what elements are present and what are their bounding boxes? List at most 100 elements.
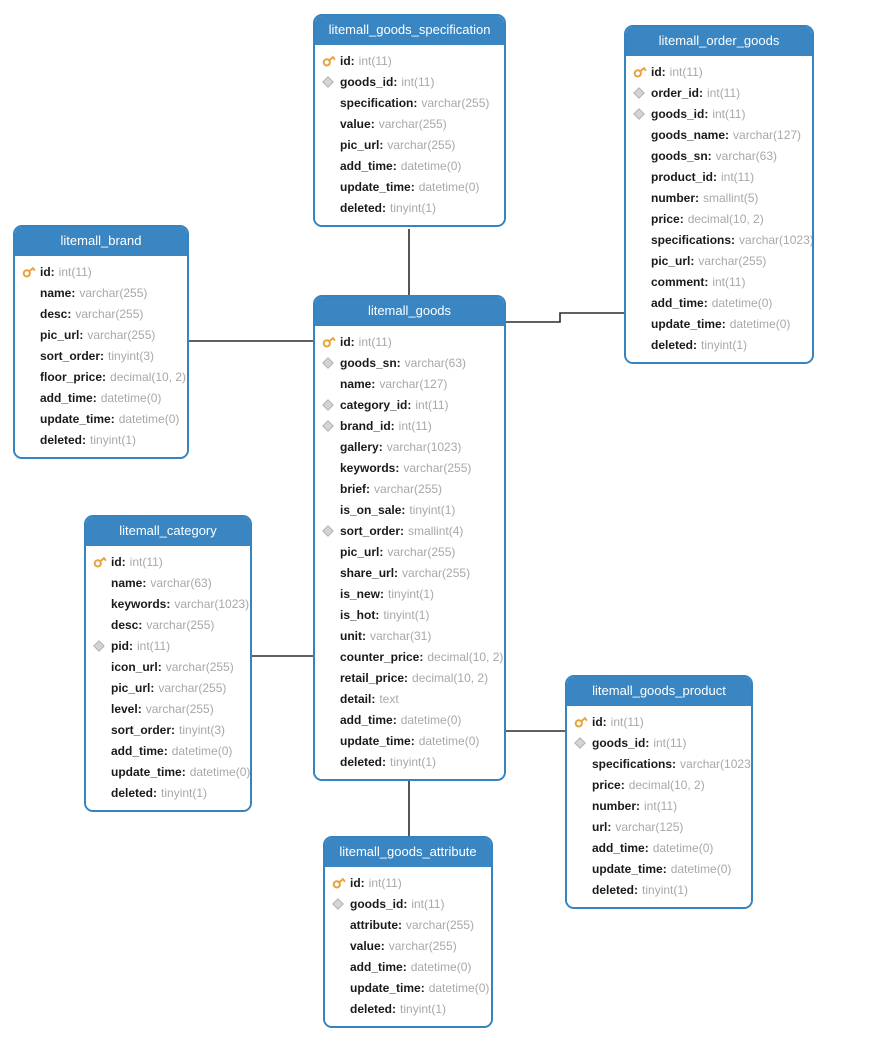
field-row[interactable]: update_time:datetime(0) <box>567 858 751 879</box>
field-row[interactable]: specification:varchar(255) <box>315 92 504 113</box>
field-row[interactable]: deleted:tinyint(1) <box>315 751 504 772</box>
field-row[interactable]: sort_order:tinyint(3) <box>15 345 187 366</box>
field-row[interactable]: id:int(11) <box>86 551 250 572</box>
field-row[interactable]: goods_name:varchar(127) <box>626 124 812 145</box>
field-row[interactable]: goods_sn:varchar(63) <box>315 352 504 373</box>
field-row[interactable]: price:decimal(10, 2) <box>626 208 812 229</box>
field-icon-placeholder <box>322 692 340 706</box>
field-row[interactable]: goods_id:int(11) <box>315 71 504 92</box>
field-row[interactable]: update_time:datetime(0) <box>315 730 504 751</box>
field-row[interactable]: desc:varchar(255) <box>86 614 250 635</box>
field-row[interactable]: id:int(11) <box>567 711 751 732</box>
field-type: datetime(0) <box>100 390 162 405</box>
field-row[interactable]: pic_url:varchar(255) <box>15 324 187 345</box>
field-row[interactable]: add_time:datetime(0) <box>626 292 812 313</box>
field-row[interactable]: pic_url:varchar(255) <box>315 134 504 155</box>
field-row[interactable]: category_id:int(11) <box>315 394 504 415</box>
field-row[interactable]: url:varchar(125) <box>567 816 751 837</box>
field-row[interactable]: sort_order:smallint(4) <box>315 520 504 541</box>
field-row[interactable]: number:int(11) <box>567 795 751 816</box>
field-row[interactable]: floor_price:decimal(10, 2) <box>15 366 187 387</box>
field-row[interactable]: add_time:datetime(0) <box>315 155 504 176</box>
field-row[interactable]: is_new:tinyint(1) <box>315 583 504 604</box>
field-row[interactable]: goods_id:int(11) <box>325 893 491 914</box>
field-separator: : <box>92 390 97 405</box>
field-row[interactable]: id:int(11) <box>315 331 504 352</box>
field-icon-placeholder <box>322 713 340 727</box>
field-row[interactable]: id:int(11) <box>626 61 812 82</box>
field-row[interactable]: add_time:datetime(0) <box>325 956 491 977</box>
field-row[interactable]: name:varchar(255) <box>15 282 187 303</box>
field-row[interactable]: level:varchar(255) <box>86 698 250 719</box>
field-row[interactable]: attribute:varchar(255) <box>325 914 491 935</box>
field-row[interactable]: specifications:varchar(1023) <box>626 229 812 250</box>
field-row[interactable]: deleted:tinyint(1) <box>567 879 751 900</box>
field-separator: : <box>713 169 717 184</box>
field-row[interactable]: price:decimal(10, 2) <box>567 774 751 795</box>
field-row[interactable]: value:varchar(255) <box>315 113 504 134</box>
field-row[interactable]: update_time:datetime(0) <box>626 313 812 334</box>
field-row[interactable]: deleted:tinyint(1) <box>626 334 812 355</box>
field-row[interactable]: pic_url:varchar(255) <box>315 541 504 562</box>
field-row[interactable]: add_time:datetime(0) <box>15 387 187 408</box>
field-separator: : <box>392 1001 397 1016</box>
field-row[interactable]: counter_price:decimal(10, 2) <box>315 646 504 667</box>
field-row[interactable]: keywords:varchar(1023) <box>86 593 250 614</box>
field-icon-placeholder <box>322 503 340 517</box>
field-row[interactable]: unit:varchar(31) <box>315 625 504 646</box>
field-row[interactable]: is_on_sale:tinyint(1) <box>315 499 504 520</box>
field-row[interactable]: name:varchar(127) <box>315 373 504 394</box>
field-row[interactable]: add_time:datetime(0) <box>567 837 751 858</box>
field-row[interactable]: value:varchar(255) <box>325 935 491 956</box>
field-row[interactable]: update_time:datetime(0) <box>315 176 504 197</box>
field-row[interactable]: comment:int(11) <box>626 271 812 292</box>
field-row[interactable]: goods_id:int(11) <box>567 732 751 753</box>
field-type: tinyint(3) <box>179 722 226 737</box>
field-row[interactable]: update_time:datetime(0) <box>86 761 250 782</box>
field-row[interactable]: icon_url:varchar(255) <box>86 656 250 677</box>
field-type: int(11) <box>129 554 163 569</box>
field-row[interactable]: retail_price:decimal(10, 2) <box>315 667 504 688</box>
field-row[interactable]: goods_id:int(11) <box>626 103 812 124</box>
field-row[interactable]: id:int(11) <box>15 261 187 282</box>
field-row[interactable]: update_time:datetime(0) <box>325 977 491 998</box>
field-row[interactable]: product_id:int(11) <box>626 166 812 187</box>
field-row[interactable]: name:varchar(63) <box>86 572 250 593</box>
field-row[interactable]: deleted:tinyint(1) <box>315 197 504 218</box>
field-row[interactable]: gallery:varchar(1023) <box>315 436 504 457</box>
field-row[interactable]: is_hot:tinyint(1) <box>315 604 504 625</box>
field-row[interactable]: deleted:tinyint(1) <box>86 782 250 803</box>
field-row[interactable]: goods_sn:varchar(63) <box>626 145 812 166</box>
field-row[interactable]: specifications:varchar(1023) <box>567 753 751 774</box>
field-row[interactable]: id:int(11) <box>315 50 504 71</box>
field-icon-placeholder <box>633 233 651 247</box>
field-row[interactable]: pic_url:varchar(255) <box>626 250 812 271</box>
field-row[interactable]: brief:varchar(255) <box>315 478 504 499</box>
field-row[interactable]: keywords:varchar(255) <box>315 457 504 478</box>
field-separator: : <box>394 565 399 580</box>
field-row[interactable]: deleted:tinyint(1) <box>325 998 491 1019</box>
field-row[interactable]: number:smallint(5) <box>626 187 812 208</box>
field-row[interactable]: sort_order:tinyint(3) <box>86 719 250 740</box>
field-row[interactable]: add_time:datetime(0) <box>315 709 504 730</box>
field-row[interactable]: add_time:datetime(0) <box>86 740 250 761</box>
field-row[interactable]: pic_url:varchar(255) <box>86 677 250 698</box>
field-row[interactable]: pid:int(11) <box>86 635 250 656</box>
index-icon <box>633 86 651 100</box>
field-row[interactable]: deleted:tinyint(1) <box>15 429 187 450</box>
field-row[interactable]: id:int(11) <box>325 872 491 893</box>
index-icon <box>322 356 340 370</box>
field-row[interactable]: detail:text <box>315 688 504 709</box>
field-row[interactable]: update_time:datetime(0) <box>15 408 187 429</box>
field-row[interactable]: desc:varchar(255) <box>15 303 187 324</box>
field-row[interactable]: order_id:int(11) <box>626 82 812 103</box>
field-row[interactable]: share_url:varchar(255) <box>315 562 504 583</box>
field-row[interactable]: brand_id:int(11) <box>315 415 504 436</box>
